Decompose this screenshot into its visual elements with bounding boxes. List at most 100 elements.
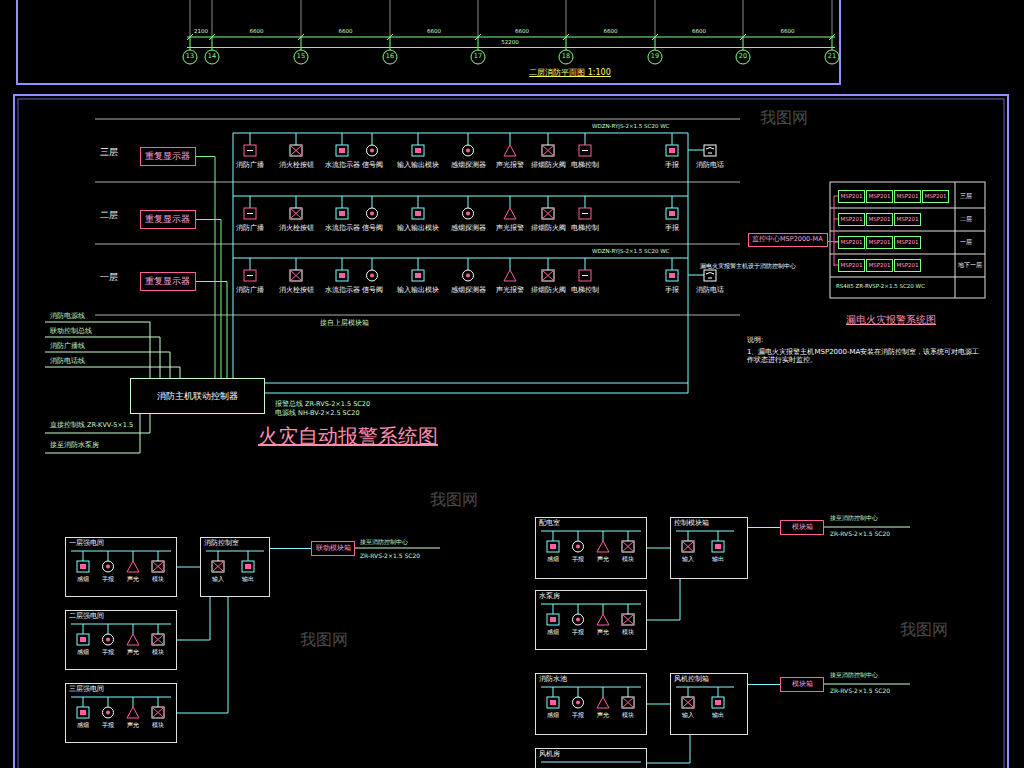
device-label: 消火栓按钮	[279, 224, 314, 232]
watermark: 我图网	[430, 490, 478, 509]
device-label: 水流指示器	[325, 161, 360, 169]
module-box: 模块箱	[780, 677, 824, 692]
device-label: 感烟探测器	[451, 286, 486, 294]
device-label: 手报	[102, 648, 114, 655]
line-label: 联动控制总线	[50, 328, 92, 336]
module-box: 联动模块箱	[311, 541, 355, 556]
equipment-panel: 风机房	[535, 748, 647, 768]
device-label: 水流指示器	[325, 286, 360, 294]
device-label: 消防电话	[696, 286, 724, 294]
note-label: 漏电火灾报警主机设于消防控制中心	[700, 262, 796, 269]
device-label: 感烟	[77, 721, 89, 728]
floor-label: 二层	[960, 215, 972, 222]
node-text: 监控中心MSP2000-MA	[752, 236, 823, 244]
equipment-panel: 风机控制箱	[670, 673, 748, 735]
dimension: 6600	[604, 28, 618, 35]
device-label: 输出	[712, 555, 724, 562]
device-label: 输入输出模块	[397, 224, 439, 232]
connector	[748, 684, 780, 685]
device-label: 消防电话	[696, 161, 724, 169]
device-label: 感烟	[547, 628, 559, 635]
dimension: 2100	[194, 28, 208, 35]
axis-number: 19	[651, 53, 659, 61]
device-label: 输入	[682, 711, 694, 718]
line-label: 直接控制线 ZR-KVV-5×1.5	[50, 422, 133, 430]
node-text: 模块箱	[792, 681, 813, 689]
connector	[748, 527, 780, 528]
floor-label: 二层	[100, 210, 118, 221]
line-label: 接至消防控制中心	[830, 514, 878, 521]
device-label: 输入	[682, 555, 694, 562]
device-label: 消火栓按钮	[279, 161, 314, 169]
device-label: 排烟防火阀	[531, 224, 566, 232]
dimension: 6600	[339, 28, 353, 35]
line-label: 接至消防控制中心	[830, 671, 878, 678]
sub-title: 漏电火灾报警系统图	[846, 314, 936, 326]
line-label: 消防广播线	[50, 343, 85, 351]
equipment-panel: 消防控制室	[200, 537, 270, 597]
dimension: 6600	[692, 28, 706, 35]
dimension: 6600	[250, 28, 264, 35]
device-label: 输出	[712, 711, 724, 718]
note-heading: 说明:	[747, 336, 763, 344]
module-box: 模块箱	[780, 520, 824, 535]
device-label: 输入	[212, 575, 224, 582]
device-label: 声光	[127, 575, 139, 582]
equipment-panel: 控制模块箱	[670, 517, 748, 579]
device-label: 手报	[102, 575, 114, 582]
node-text: 二层强电间	[69, 613, 104, 621]
device-label: 感烟	[77, 648, 89, 655]
device-label: 手报	[572, 711, 584, 718]
line-label: 接至消防水泵房	[50, 442, 99, 450]
device-label: 模块	[622, 711, 634, 718]
note-text: 1、漏电火灾报警主机MSP2000-MA安装在消防控制室，该系统可对电源工作状态…	[747, 348, 982, 365]
device-label: 手报	[665, 286, 679, 294]
device-label: 手报	[665, 161, 679, 169]
axis-number: 16	[386, 53, 394, 61]
cable-spec: ZR-RVS-2×1.5 SC20	[830, 687, 890, 694]
plan-caption: 二层消防平面图 1:100	[529, 68, 611, 78]
node-text: 风机房	[539, 751, 560, 759]
axis-number: 17	[474, 53, 482, 61]
watermark: 我图网	[900, 620, 948, 639]
device-label: 声光	[597, 711, 609, 718]
axis-number: 21	[828, 53, 836, 61]
cable-spec: 电源线 NH-BV-2×2.5 SC20	[275, 410, 360, 418]
floor-label: 一层	[960, 238, 972, 245]
node-text: 三层强电间	[69, 686, 104, 694]
node-text: 重复显示器	[145, 151, 190, 162]
node-text: MSP201	[840, 216, 862, 223]
node-text: MSP201	[896, 216, 918, 223]
leakage-module: MSP201	[894, 190, 921, 203]
device-label: 感烟探测器	[451, 224, 486, 232]
device-label: 输入输出模块	[397, 286, 439, 294]
repeater-display: 重复显示器	[140, 210, 196, 229]
equipment-panel: 三层强电间	[65, 683, 177, 743]
connector	[177, 567, 200, 568]
node-text: 模块箱	[792, 524, 813, 532]
leakage-module: MSP201	[838, 259, 865, 272]
node-text: MSP201	[868, 239, 890, 246]
leakage-host: 监控中心MSP2000-MA	[748, 233, 828, 247]
connector	[647, 735, 690, 763]
device-label: 电梯控制	[571, 286, 599, 294]
connector	[647, 548, 670, 549]
node-text: 消防水池	[539, 676, 567, 684]
device-label: 手报	[572, 628, 584, 635]
device-label: 感烟	[547, 555, 559, 562]
watermark: 我图网	[760, 108, 808, 127]
axis-number: 20	[739, 53, 747, 61]
leakage-module: MSP201	[838, 236, 865, 249]
node-text: MSP201	[840, 193, 862, 200]
device-label: 声光报警	[496, 286, 524, 294]
device-label: 感烟	[77, 575, 89, 582]
leakage-module: MSP201	[894, 213, 921, 226]
floor-label: 三层	[960, 192, 972, 199]
node-text: 水泵房	[539, 593, 560, 601]
device-label: 声光报警	[496, 224, 524, 232]
equipment-panel: 水泵房	[535, 590, 647, 650]
equipment-panel: 消防水池	[535, 673, 647, 735]
dimension: 52200	[501, 39, 519, 46]
device-label: 感烟探测器	[451, 161, 486, 169]
